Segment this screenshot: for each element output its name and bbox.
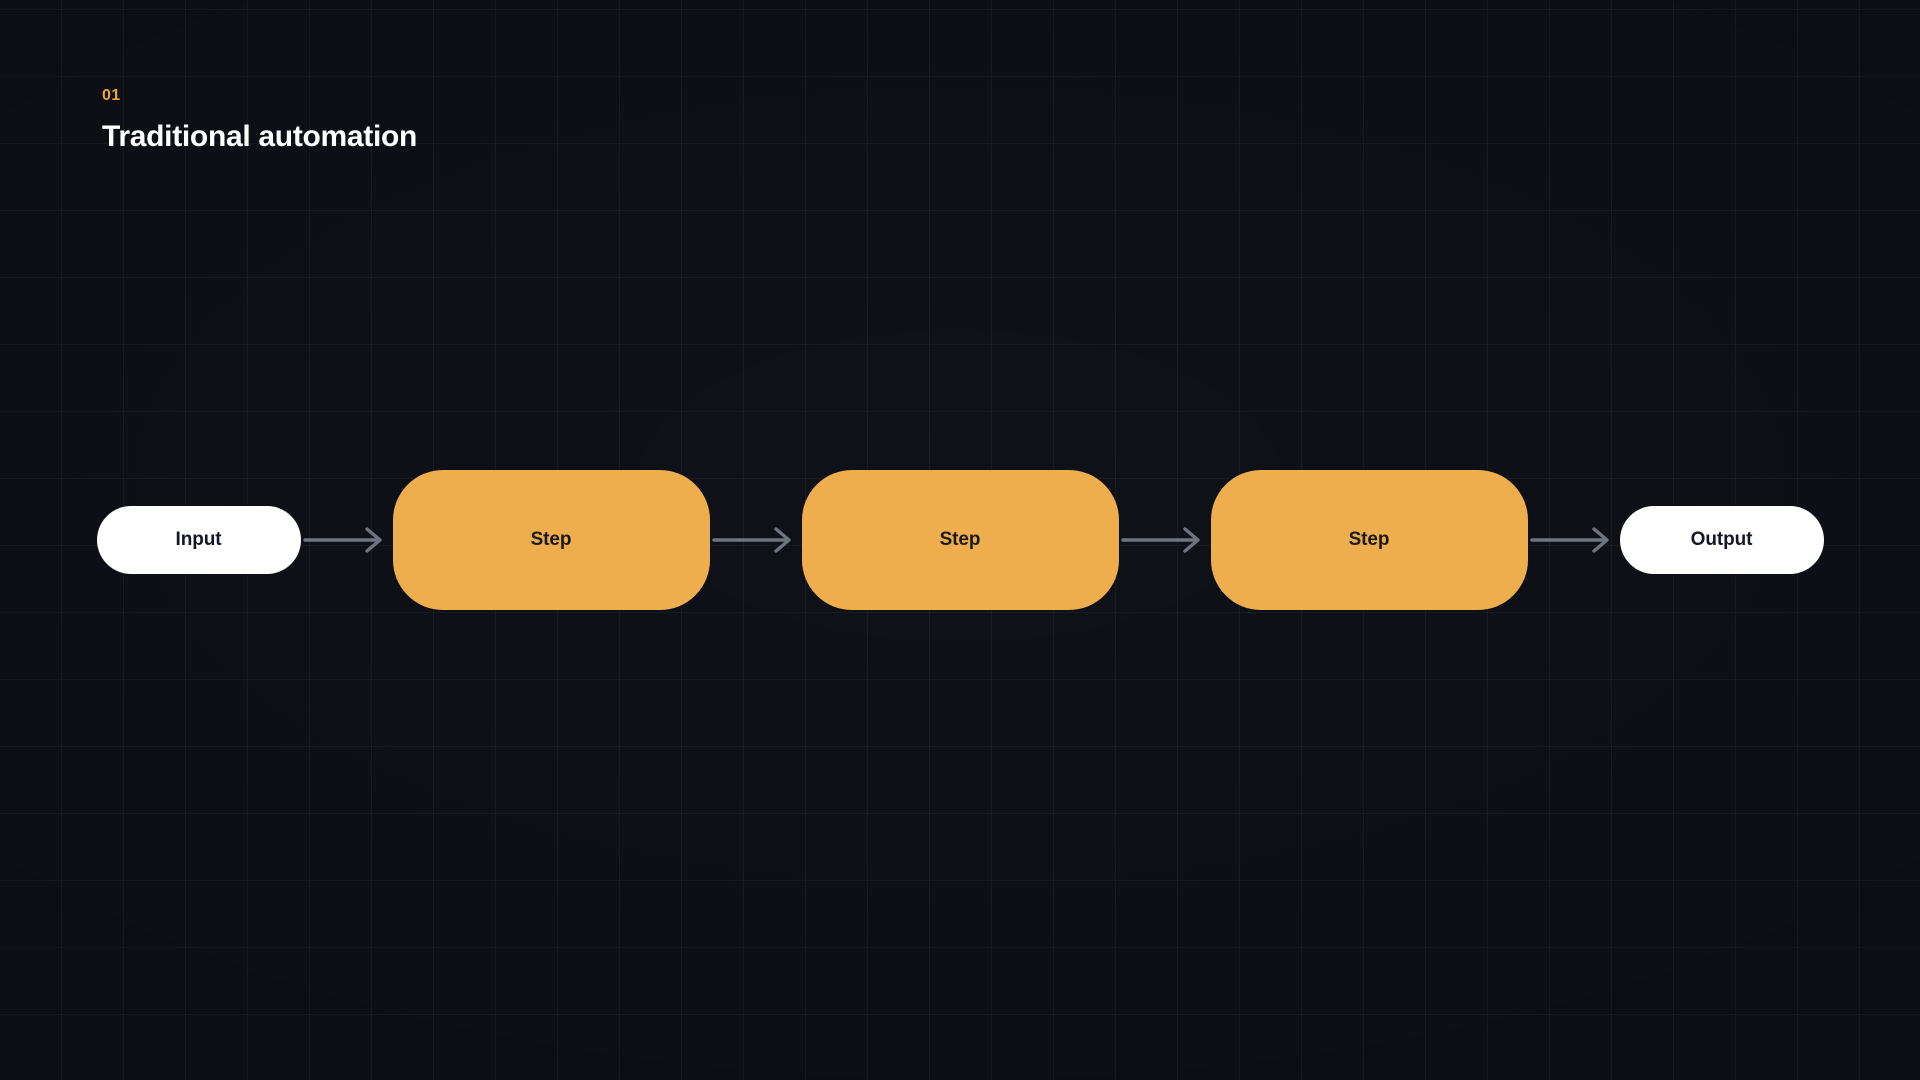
flow-node-step-1[interactable]: Step xyxy=(392,470,710,610)
flow-connector-step-2-to-step-3 xyxy=(1119,526,1211,554)
flow-connector-step-3-to-output xyxy=(1528,526,1620,554)
section-number-label: 01 xyxy=(102,87,121,104)
arrow-right-icon xyxy=(1529,527,1609,553)
flow-node-label: Step xyxy=(939,529,981,550)
arrow-right-icon xyxy=(711,527,791,553)
flow-connector-step-1-to-step-2 xyxy=(710,526,802,554)
flow-connector-input-to-step-1 xyxy=(301,526,393,554)
flow-node-label: Input xyxy=(175,529,222,550)
flow-node-label: Step xyxy=(1348,529,1390,550)
flow-node-input[interactable]: Input xyxy=(96,506,301,574)
flow-node-step-2[interactable]: Step xyxy=(801,470,1119,610)
arrow-right-icon xyxy=(302,527,382,553)
flow-diagram: Input Step Step Step Output xyxy=(0,460,1920,620)
flow-node-step-3[interactable]: Step xyxy=(1210,470,1528,610)
slide-header: 01 Traditional automation xyxy=(102,88,417,155)
arrow-right-icon xyxy=(1120,527,1200,553)
page-title: Traditional automation xyxy=(102,120,418,153)
flow-node-label: Step xyxy=(530,529,572,550)
flow-node-label: Output xyxy=(1690,529,1753,550)
flow-node-output[interactable]: Output xyxy=(1619,506,1824,574)
